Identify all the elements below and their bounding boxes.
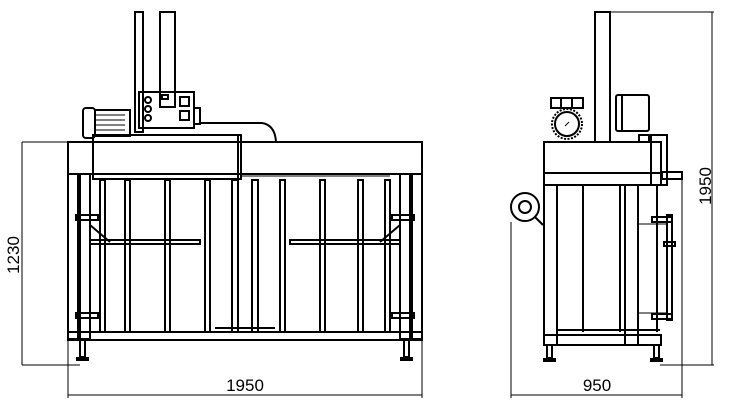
base-frame: [67, 331, 423, 341]
front-width-dimension: 1950: [67, 180, 423, 398]
feet: [76, 339, 413, 361]
motor: [82, 107, 201, 139]
side-lock-bar: [638, 214, 676, 321]
cylinder-left: [134, 11, 144, 133]
pressure-gauge: [550, 97, 584, 140]
side-motor: [615, 94, 650, 132]
side-feet: [543, 344, 663, 362]
door-handles: [75, 214, 415, 319]
side-cylinder: [594, 11, 611, 143]
side-handle: [661, 171, 683, 180]
control-box: [138, 91, 195, 129]
front-view: 1230 1950: [4, 11, 423, 398]
top-chamber: [67, 141, 423, 175]
side-base: [543, 334, 662, 346]
side-height-label: 1950: [696, 167, 715, 205]
side-view: 1950 950: [510, 11, 715, 398]
cylinder-right: [159, 11, 176, 108]
hydraulic-hose: [200, 122, 277, 143]
side-width-label: 950: [583, 376, 611, 395]
front-height-dimension: 1230: [4, 141, 80, 366]
side-top-chamber: [543, 141, 662, 186]
front-width-label: 1950: [226, 376, 264, 395]
front-height-label: 1230: [4, 236, 23, 274]
hand-wheel: [510, 192, 544, 226]
side-height-dimension: 1950: [610, 11, 715, 366]
door-bars: [99, 179, 391, 333]
side-width-dimension: 950: [510, 180, 683, 398]
